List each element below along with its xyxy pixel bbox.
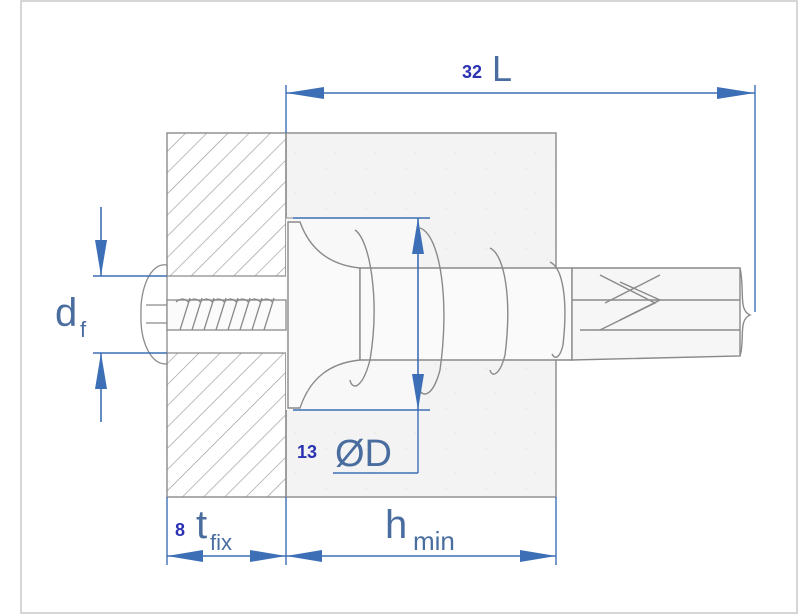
screw-head bbox=[140, 264, 168, 365]
anchor-thread-1 bbox=[349, 229, 375, 387]
dimension-L: 32 L bbox=[285, 48, 756, 312]
D-arrow-bottom bbox=[412, 374, 424, 410]
dimension-df: d f bbox=[55, 207, 167, 422]
tfix-label: t bbox=[196, 503, 207, 547]
L-arrow-right bbox=[717, 87, 755, 99]
df-arrow-bottom bbox=[95, 353, 107, 389]
dimension-tfix: 8 t fix bbox=[166, 497, 287, 565]
frame-border bbox=[20, 0, 798, 614]
df-label: d bbox=[55, 291, 77, 335]
hmin-arrow-left bbox=[286, 550, 322, 562]
hmin-subscript: min bbox=[413, 526, 455, 556]
screw bbox=[140, 264, 287, 365]
hmin-label: h bbox=[385, 503, 407, 547]
tfix-subscript: fix bbox=[210, 530, 232, 555]
L-label: L bbox=[492, 48, 512, 89]
anchor-thread-4 bbox=[549, 261, 566, 358]
tfix-value: 8 bbox=[175, 520, 185, 540]
D-value: 13 bbox=[297, 442, 317, 462]
D-label: ØD bbox=[335, 433, 392, 475]
dimension-hmin: h min bbox=[286, 497, 557, 565]
anchor-body bbox=[287, 221, 752, 409]
anchor-thread-2 bbox=[417, 227, 445, 395]
tfix-arrow-left bbox=[167, 550, 203, 562]
df-arrow-top bbox=[95, 240, 107, 276]
L-value: 32 bbox=[462, 62, 482, 82]
screw-thread bbox=[179, 297, 275, 331]
tfix-arrow-right bbox=[250, 550, 286, 562]
L-arrow-left bbox=[286, 87, 324, 99]
df-subscript: f bbox=[80, 317, 87, 342]
dimension-D: 13 ØD bbox=[293, 217, 430, 475]
anchor-thread-3 bbox=[489, 247, 509, 375]
D-arrow-top bbox=[412, 218, 424, 254]
anchor-tip bbox=[571, 267, 741, 361]
hmin-arrow-right bbox=[520, 550, 556, 562]
anchor-shaft bbox=[359, 267, 573, 361]
